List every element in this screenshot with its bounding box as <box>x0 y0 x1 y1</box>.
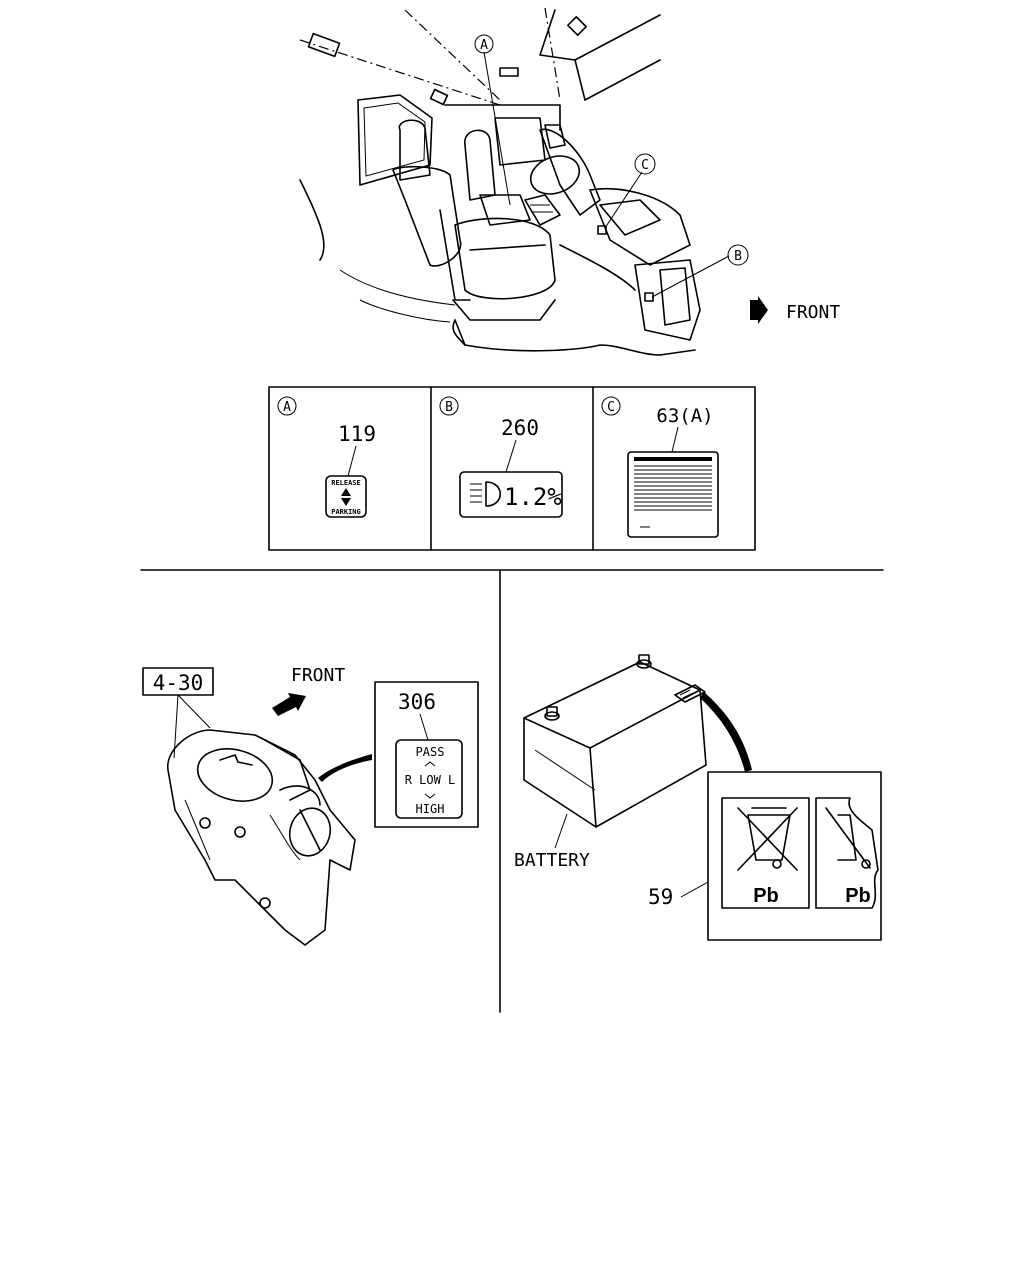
label-260-cell: B 260 1.2% <box>439 396 563 518</box>
switch-part-callout: 4-30 <box>142 667 214 759</box>
callout-c-letter: C <box>641 158 649 173</box>
label-306-high-text: HIGH <box>416 802 445 816</box>
caret-up-icon <box>424 761 436 767</box>
label-63a-number: 63(A) <box>656 405 713 427</box>
label-119-letter: A <box>283 400 291 415</box>
front-label-left: FRONT <box>291 665 345 686</box>
label-119-number: 119 <box>338 422 376 446</box>
front-arrow-icon <box>750 296 768 324</box>
text-block-icon <box>634 457 712 528</box>
combination-switch-bracket <box>167 729 372 946</box>
label-306: 306 PASS R LOW L HIGH <box>374 681 479 828</box>
callout-a-letter: A <box>480 38 488 53</box>
callout-c: C <box>634 153 656 175</box>
front-indicator-top: FRONT <box>750 296 840 324</box>
callout-b-letter: B <box>734 249 742 264</box>
cab-interior-illustration <box>299 7 730 356</box>
battery-illustration: BATTERY <box>514 654 752 871</box>
label-119-cell: A 119 RELEASE PARKING <box>277 396 376 518</box>
front-arrow-icon <box>272 693 306 716</box>
battery-label: BATTERY <box>514 850 590 871</box>
label-306-low-text: R LOW L <box>405 773 456 787</box>
label-119-parking-text: PARKING <box>331 508 361 516</box>
label-63a-cell: C 63(A) <box>601 396 719 538</box>
label-260-number: 260 <box>501 416 539 440</box>
switch-part-number: 4-30 <box>153 671 204 695</box>
headlamp-icon <box>470 481 502 507</box>
label-table <box>268 386 756 551</box>
crossed-bin-icon <box>825 807 871 869</box>
label-260-letter: B <box>445 400 453 415</box>
front-indicator-left: FRONT <box>272 665 345 716</box>
lead-symbol-left: Pb <box>753 885 779 907</box>
callout-a: A <box>474 34 494 54</box>
up-down-arrow-icon <box>341 488 351 506</box>
label-306-pass-text: PASS <box>416 745 445 759</box>
label-59: 59 Pb Pb <box>648 771 882 941</box>
crossed-bin-icon <box>737 807 798 871</box>
label-260-value: 1.2% <box>504 483 562 511</box>
callout-b: B <box>727 244 749 266</box>
pointer-arrow <box>700 692 752 772</box>
label-59-number: 59 <box>648 885 673 909</box>
label-63a-letter: C <box>607 400 615 415</box>
caret-down-icon <box>424 793 436 799</box>
label-306-number: 306 <box>398 690 436 714</box>
label-119-release-text: RELEASE <box>331 479 361 487</box>
pointer-arrow <box>318 754 372 782</box>
lead-symbol-right: Pb <box>845 885 871 907</box>
front-label-top: FRONT <box>786 302 840 323</box>
